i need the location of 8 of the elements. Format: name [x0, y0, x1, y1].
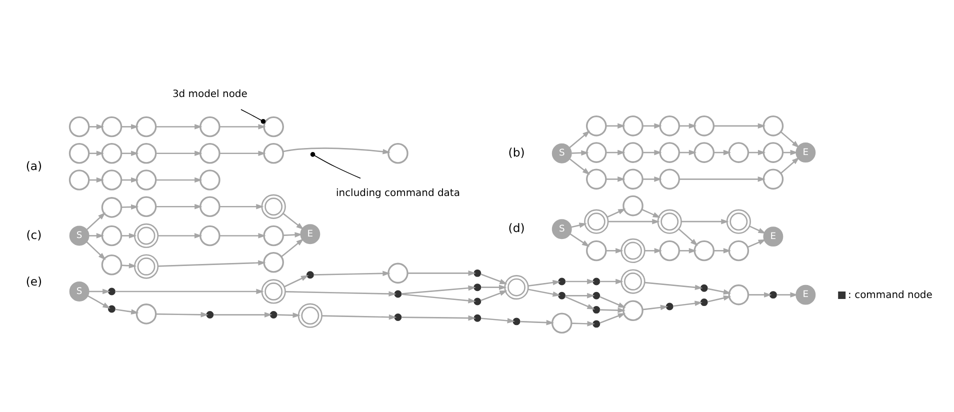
label: (b) — [508, 145, 525, 160]
label: (d) — [508, 221, 525, 236]
label: (c) — [26, 228, 42, 242]
node-text: including command data — [336, 188, 460, 199]
legend-label: : command node — [848, 290, 932, 301]
node-text: 3d model node — [172, 88, 248, 100]
label: (a) — [26, 158, 42, 173]
label: (e) — [26, 274, 42, 288]
